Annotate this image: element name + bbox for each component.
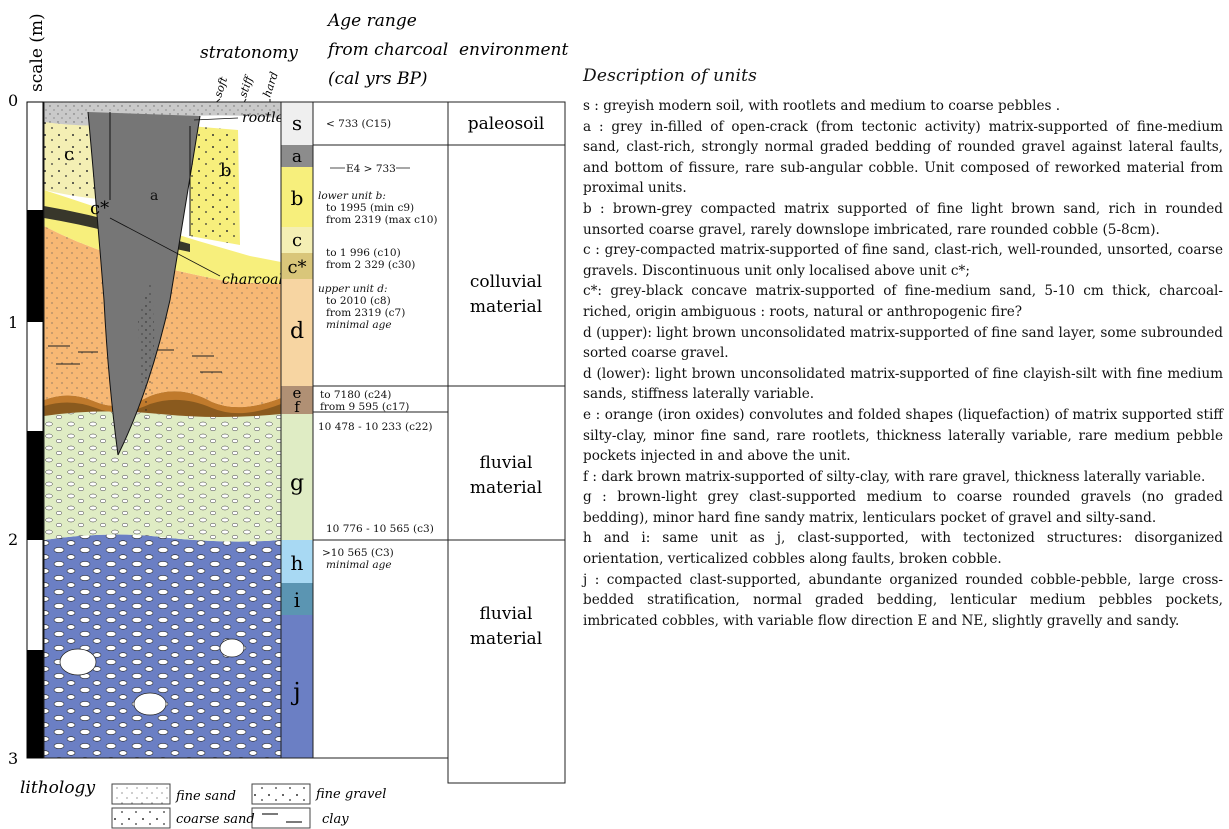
charcoal-label: charcoal [222, 272, 283, 288]
scale-tick-1: 1 [8, 313, 18, 332]
environment-header: environment [459, 40, 568, 60]
unit-cell-g [281, 414, 313, 540]
age-s: < 733 (C15) [326, 118, 391, 130]
stratonomy-hard-label: hard [260, 70, 280, 99]
age-d-2: from 2319 (c7) [326, 307, 405, 319]
unit-label-e: e [293, 384, 302, 402]
description-item-e: e : orange (iron oxides) convolutes and … [583, 406, 1223, 465]
description-item-h-i: h and i: same unit as j, clast-supported… [583, 530, 1223, 568]
unit-label-c: c [292, 230, 302, 251]
unit-cell-i [281, 583, 313, 615]
rootlet-label: rootlet [242, 110, 290, 126]
environment-1-line2: material [470, 297, 542, 317]
unit-cell-b [281, 167, 313, 227]
scale-tick-0: 0 [8, 91, 18, 110]
age-b-header: lower unit b: [318, 190, 386, 202]
description-item-s: s : greyish modern soil, with rootlets a… [583, 98, 1061, 114]
unit-cell-h [281, 540, 313, 583]
age-e: to 7180 (c24) [320, 389, 391, 401]
description-item-b: b : brown-grey compacted matrix supporte… [583, 200, 1223, 238]
unit-label-g: g [290, 471, 304, 496]
description-panel: Description of units s : greyish modern … [583, 66, 1223, 631]
log-label-b: b [220, 160, 232, 181]
age-c-1: to 1 996 (c10) [326, 247, 401, 259]
age-f: from 9 595 (c17) [320, 401, 409, 413]
unit-cell-a [281, 145, 313, 167]
stratonomy-header: stratonomy [200, 43, 298, 63]
age-b-2: from 2319 (max c10) [326, 214, 438, 226]
age-header-line1: Age range [326, 11, 417, 31]
age-d-header: upper unit d: [318, 283, 387, 295]
legend-swatches [111, 783, 311, 829]
age-header-line2: from charcoal [326, 40, 448, 60]
unit-cell-e [281, 386, 313, 400]
unit-cell-d [281, 279, 313, 386]
description-item-d-upper: d (upper): light brown unconsolidated ma… [583, 324, 1223, 362]
age-g-top: 10 478 - 10 233 (c22) [318, 421, 432, 433]
scale-tick-2: 2 [8, 530, 18, 549]
unit-label-f: f [294, 398, 301, 416]
log-label-cstar: c* [90, 198, 109, 219]
unit-cell-s [281, 102, 313, 145]
description-item-a: a : grey in-filled of open-crack (from t… [583, 118, 1223, 197]
unit-cell-j [281, 615, 313, 758]
age-d-3: minimal age [326, 319, 392, 331]
environment-0-line1: paleosoil [468, 114, 545, 134]
legend-swatch-fine-gravel [251, 783, 311, 805]
scale-tick-3: 3 [8, 749, 18, 768]
legend-label-fine-gravel: fine gravel [315, 787, 386, 802]
legend-label-clay: clay [322, 812, 349, 827]
unit-label-i: i [294, 588, 300, 612]
environment-2-line2: material [470, 478, 542, 498]
age-h: >10 565 (C3) [322, 547, 394, 559]
unit-label-d: d [290, 319, 304, 344]
scale-bar [26, 101, 44, 759]
unit-strip [280, 101, 314, 759]
environment-3-line2: material [470, 629, 542, 649]
description-item-j: j : compacted clast-supported, abundante… [583, 571, 1223, 629]
unit-cell-cstar [281, 253, 313, 279]
lithology-log [43, 101, 282, 759]
age-header-line3: (cal yrs BP) [328, 69, 428, 89]
age-a: E4 > 733 [346, 163, 396, 175]
age-d-1: to 2010 (c8) [326, 295, 391, 307]
description-item-g: g : brown-light grey clast-supported med… [583, 489, 1223, 526]
unit-cell-f [281, 400, 313, 414]
age-g-bottom: 10 776 - 10 565 (c3) [326, 523, 434, 535]
age-h-2: minimal age [326, 559, 392, 571]
log-label-c: c [64, 144, 74, 165]
description-item-c: c : grey-compacted matrix-supported of f… [583, 242, 1223, 279]
environment-1-line1: colluvial [470, 272, 542, 292]
description-item-d-lower: d (lower): light brown unconsolidated ma… [583, 365, 1223, 403]
unit-label-b: b [291, 186, 304, 210]
legend-label-coarse-sand: coarse sand [176, 812, 255, 827]
age-b-1: to 1995 (min c9) [326, 202, 414, 214]
unit-label-s: s [292, 111, 302, 135]
stratonomy-stiff-label: stiff [236, 72, 256, 98]
unit-cell-c [281, 227, 313, 253]
description-item-cstar: c*: grey-black concave matrix-supported … [583, 283, 1223, 320]
scale-axis-label: scale (m) [27, 13, 47, 92]
legend-swatch-coarse-sand [111, 807, 171, 829]
log-label-a: a [150, 188, 158, 204]
environment-3-line1: fluvial [480, 604, 533, 624]
legend-label-fine-sand: fine sand [175, 789, 236, 804]
unit-label-cstar: c* [287, 257, 306, 278]
environment-column [447, 101, 566, 784]
unit-label-h: h [291, 551, 304, 575]
legend-title: lithology [20, 778, 95, 798]
age-c-2: from 2 329 (c30) [326, 259, 415, 271]
unit-label-a: a [292, 147, 302, 167]
stratonomy-soft-label: soft [211, 75, 230, 99]
legend-swatch-clay [251, 807, 311, 829]
description-title: Description of units [583, 66, 758, 86]
unit-label-j: j [290, 678, 300, 706]
legend-swatch-fine-sand [111, 783, 171, 805]
description-list: s : greyish modern soil, with rootlets a… [583, 96, 1223, 631]
description-item-f: f : dark brown matrix-supported of silty… [583, 468, 1206, 485]
environment-2-line1: fluvial [480, 453, 533, 473]
